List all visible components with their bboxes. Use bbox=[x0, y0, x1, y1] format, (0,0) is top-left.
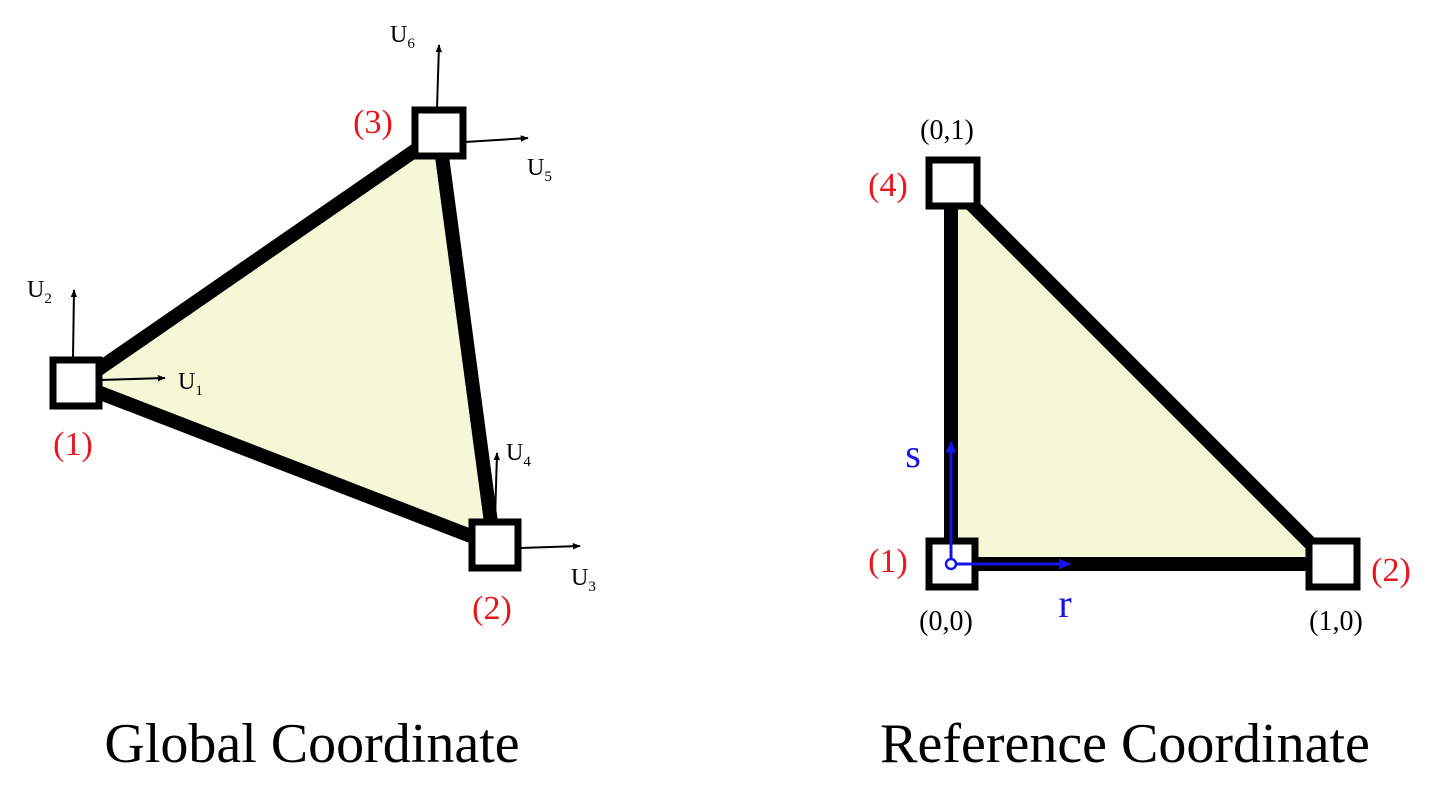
u5-arrow bbox=[464, 135, 529, 143]
reference-panel: r s (1) (2) (4) (0,1) (0,0) (1,0) Refere… bbox=[868, 115, 1411, 775]
global-node-3-square bbox=[411, 106, 467, 160]
reference-node-2-square bbox=[1305, 537, 1361, 591]
u1-arrow bbox=[100, 375, 166, 382]
coord-0-0-label: (0,0) bbox=[919, 606, 973, 637]
u1-label: U1 bbox=[178, 369, 203, 399]
origin-marker bbox=[944, 557, 958, 571]
reference-node-4-square bbox=[925, 156, 981, 210]
s-axis-label: s bbox=[905, 431, 921, 476]
global-node-3-label: (3) bbox=[353, 104, 393, 141]
u2-label: U2 bbox=[27, 277, 52, 307]
r-axis-label: r bbox=[1058, 581, 1071, 626]
global-node-1-label: (1) bbox=[53, 426, 93, 463]
u4-label: U4 bbox=[506, 440, 531, 470]
u3-label: U3 bbox=[571, 565, 596, 595]
global-node-2-square bbox=[468, 518, 522, 572]
coord-1-0-label: (1,0) bbox=[1309, 606, 1363, 637]
u3-arrow bbox=[519, 543, 581, 550]
global-triangle bbox=[70, 127, 501, 552]
reference-node-1-label: (1) bbox=[868, 543, 908, 580]
reference-node-4-label: (4) bbox=[868, 167, 908, 204]
reference-title: Reference Coordinate bbox=[880, 713, 1370, 775]
u5-label: U5 bbox=[527, 155, 552, 185]
reference-node-2-label: (2) bbox=[1371, 552, 1411, 589]
global-node-1-square bbox=[49, 356, 103, 410]
u4-arrow bbox=[493, 452, 500, 521]
global-node-2-label: (2) bbox=[472, 590, 512, 627]
u6-arrow bbox=[435, 44, 442, 109]
coord-0-1-label: (0,1) bbox=[920, 115, 974, 146]
reference-triangle bbox=[944, 167, 1348, 571]
global-title: Global Coordinate bbox=[104, 713, 519, 775]
global-panel: U1 U2 U3 U4 U5 U6 (1) (2) (3) Global Coo… bbox=[27, 22, 596, 775]
u6-label: U6 bbox=[390, 22, 415, 52]
u2-arrow bbox=[70, 289, 78, 359]
